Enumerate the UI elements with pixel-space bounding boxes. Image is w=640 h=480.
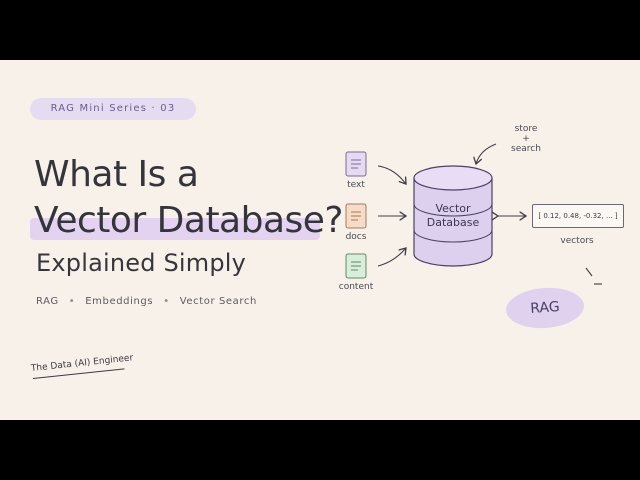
diagram-drawing <box>345 143 602 285</box>
input-label-docs: docs <box>345 232 367 242</box>
tag-embeddings: Embeddings <box>85 296 154 307</box>
vector-db-diagram: text docs content store + search Vector … <box>330 124 640 400</box>
arrow-text-to-db <box>377 165 406 184</box>
plus-text: + <box>522 134 530 144</box>
database-cylinder <box>413 165 493 267</box>
input-label-text: text <box>347 180 365 190</box>
subtitle: Explained Simply <box>36 249 247 277</box>
title-highlight <box>30 218 320 240</box>
database-label-line-1: Vector <box>435 202 471 215</box>
arrow-store-search <box>476 143 497 164</box>
vectors-box: [ 0.12, 0.48, -0.32, ... ] <box>532 204 624 228</box>
document-icon <box>345 253 367 279</box>
document-icon <box>345 151 367 177</box>
tag-vector-search: Vector Search <box>179 296 257 307</box>
title-line-2: Vector Database? <box>34 200 344 241</box>
tag-separator: • <box>68 296 76 307</box>
series-pill: RAG Mini Series · 03 <box>30 98 196 120</box>
store-search-label: store + search <box>506 124 546 154</box>
tag-list: RAG • Embeddings • Vector Search <box>36 296 257 307</box>
brand-signature: The Data (AI) Engineer <box>30 353 134 374</box>
tag-separator: • <box>163 296 170 307</box>
sparkle-icon <box>585 267 602 285</box>
arrow-content-to-db <box>377 248 406 267</box>
thumbnail: RAG Mini Series · 03 What Is a Vector Da… <box>0 60 640 420</box>
database-label: Vector Database <box>416 202 490 230</box>
tag-rag: RAG <box>36 296 59 307</box>
vectors-label: vectors <box>560 236 594 246</box>
store-text: store <box>514 124 538 134</box>
database-label-line-2: Database <box>426 216 480 229</box>
document-icon <box>345 203 367 229</box>
search-text: search <box>511 144 541 154</box>
title-line-1: What Is a <box>34 154 199 195</box>
input-label-content: content <box>338 282 374 292</box>
